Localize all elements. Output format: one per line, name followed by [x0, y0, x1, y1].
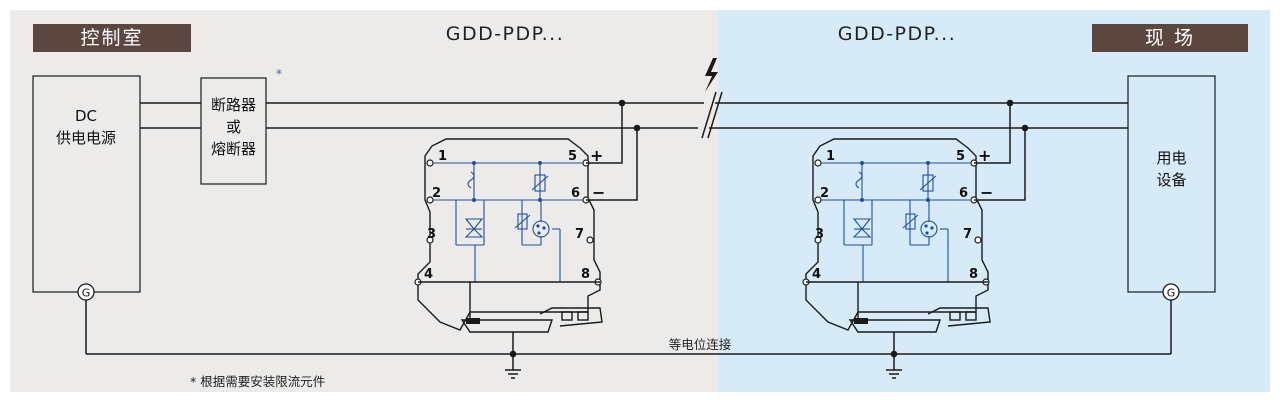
svg-text:+: +	[978, 146, 991, 165]
svg-text:7: 7	[575, 227, 584, 242]
svg-text:6: 6	[959, 186, 968, 201]
svg-text:−: −	[980, 183, 993, 202]
breaker-or-fuse: 断路器 或 熔断器	[200, 77, 267, 185]
svg-text:+: +	[590, 146, 603, 165]
svg-text:供电电源: 供电电源	[56, 129, 116, 147]
svg-text:1: 1	[438, 149, 447, 164]
svg-text:控制室: 控制室	[80, 27, 143, 49]
svg-text:DC: DC	[75, 107, 97, 125]
svg-text:−: −	[592, 183, 605, 202]
svg-text:2: 2	[432, 186, 441, 201]
ground-icon	[886, 369, 902, 379]
svg-text:3: 3	[427, 227, 436, 242]
ground-icon	[505, 369, 521, 379]
svg-text:用电: 用电	[1156, 149, 1186, 167]
svg-text:2: 2	[820, 186, 829, 201]
footnote-text: * 根据需要安装限流元件	[190, 374, 325, 389]
svg-text:8: 8	[969, 267, 978, 282]
svg-text:5: 5	[956, 149, 965, 164]
surge-protector-module-left: 1 2 3 4 5 6 7 8 + −	[414, 138, 605, 333]
svg-text:G: G	[82, 287, 91, 300]
svg-text:熔断器: 熔断器	[211, 140, 256, 158]
lightning-surge-icon	[705, 58, 718, 92]
supply-lines	[140, 102, 1128, 129]
svg-text:G: G	[1167, 287, 1176, 300]
svg-text:或: 或	[226, 118, 241, 136]
control-room-tag: 控制室	[33, 24, 191, 52]
svg-text:设备: 设备	[1156, 171, 1186, 189]
svg-text:5: 5	[568, 149, 577, 164]
line-break-mark	[701, 91, 723, 139]
junction-dots	[509, 99, 641, 358]
dc-power-supply: DC 供电电源 G	[32, 75, 141, 301]
footnote-star: *	[276, 67, 282, 81]
equipotential-bonding-line	[85, 300, 1172, 355]
equipotential-label: 等电位连接	[669, 337, 732, 352]
svg-text:7: 7	[963, 227, 972, 242]
svg-text:3: 3	[815, 227, 824, 242]
module-title-right: GDD-PDP...	[838, 23, 957, 45]
field-tag: 现 场	[1092, 24, 1248, 52]
load-equipment: 用电 设备 G	[1127, 75, 1216, 301]
svg-text:断路器: 断路器	[211, 96, 256, 114]
svg-text:4: 4	[812, 267, 821, 282]
junction-dots	[890, 99, 1029, 358]
svg-text:1: 1	[826, 149, 835, 164]
module-title-left: GDD-PDP...	[446, 23, 565, 45]
svg-text:4: 4	[424, 267, 433, 282]
svg-text:现 场: 现 场	[1145, 27, 1195, 49]
control-side-background	[10, 10, 718, 392]
svg-text:8: 8	[581, 267, 590, 282]
surge-protector-module-right: 1 2 3 4 5 6 7 8 + −	[802, 138, 993, 333]
svg-text:6: 6	[571, 186, 580, 201]
